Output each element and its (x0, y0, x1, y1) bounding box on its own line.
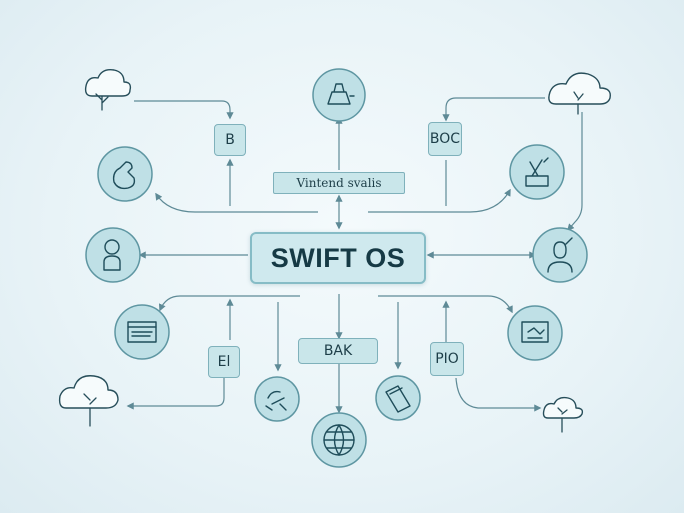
document-icon (114, 304, 170, 360)
top-bar-node: Vintend svalis (273, 172, 405, 194)
satellite-icon (254, 376, 300, 422)
tools-icon (509, 144, 565, 200)
box-b-label: B (225, 132, 235, 148)
user-icon (85, 227, 141, 283)
box-pio-label: PIO (435, 351, 459, 367)
connector (134, 100, 234, 120)
connector (455, 377, 542, 412)
box-el: El (208, 346, 240, 378)
box-b: B (214, 124, 246, 156)
globe-icon (311, 412, 367, 468)
box-el-label: El (217, 354, 231, 370)
box-pio: PIO (430, 342, 464, 376)
center-node-label: SWIFT OS (270, 242, 406, 273)
monitor-icon (507, 305, 563, 361)
connector (368, 188, 511, 213)
connector (378, 295, 513, 314)
connector (155, 192, 318, 213)
cloud-bottom-right (542, 396, 584, 433)
connector (158, 295, 300, 312)
wrench-icon (97, 146, 153, 202)
center-node: SWIFT OS (250, 232, 426, 284)
connector-lines (126, 97, 583, 414)
cloud-top-left (84, 68, 132, 111)
connector (442, 97, 545, 122)
box-bak: BAK (298, 338, 378, 364)
box-boc: BOC (428, 122, 462, 156)
connector (567, 112, 583, 232)
cup-icon (375, 375, 421, 421)
cloud-top-right (548, 72, 611, 115)
box-bak-label: BAK (323, 343, 353, 359)
connector (126, 378, 225, 410)
box-boc-label: BOC (429, 131, 461, 147)
cloud-bottom-left (58, 375, 119, 427)
top-bar-label: Vintend svalis (296, 176, 382, 190)
kettle-icon (312, 68, 366, 122)
person-icon (532, 227, 588, 283)
